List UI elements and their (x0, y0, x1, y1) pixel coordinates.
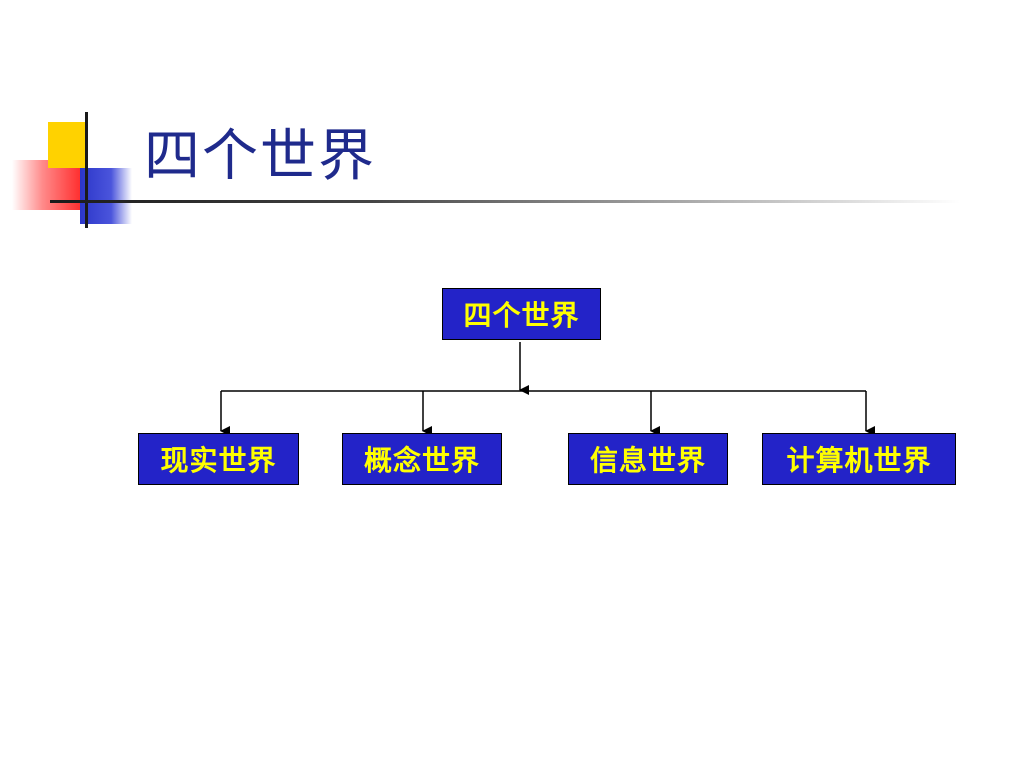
title-decoration-yellow-block (48, 122, 88, 168)
title-underline (50, 200, 960, 203)
title-decoration-blue-block (80, 168, 132, 224)
diagram-box-information-world: 信息世界 (568, 433, 728, 485)
title-decoration-vertical-line (85, 112, 88, 228)
diagram-root-box: 四个世界 (442, 288, 601, 340)
page-title: 四个世界 (144, 124, 376, 189)
diagram-box-concept-world: 概念世界 (342, 433, 502, 485)
diagram-box-computer-world: 计算机世界 (762, 433, 956, 485)
diagram-box-reality-world: 现实世界 (138, 433, 299, 485)
